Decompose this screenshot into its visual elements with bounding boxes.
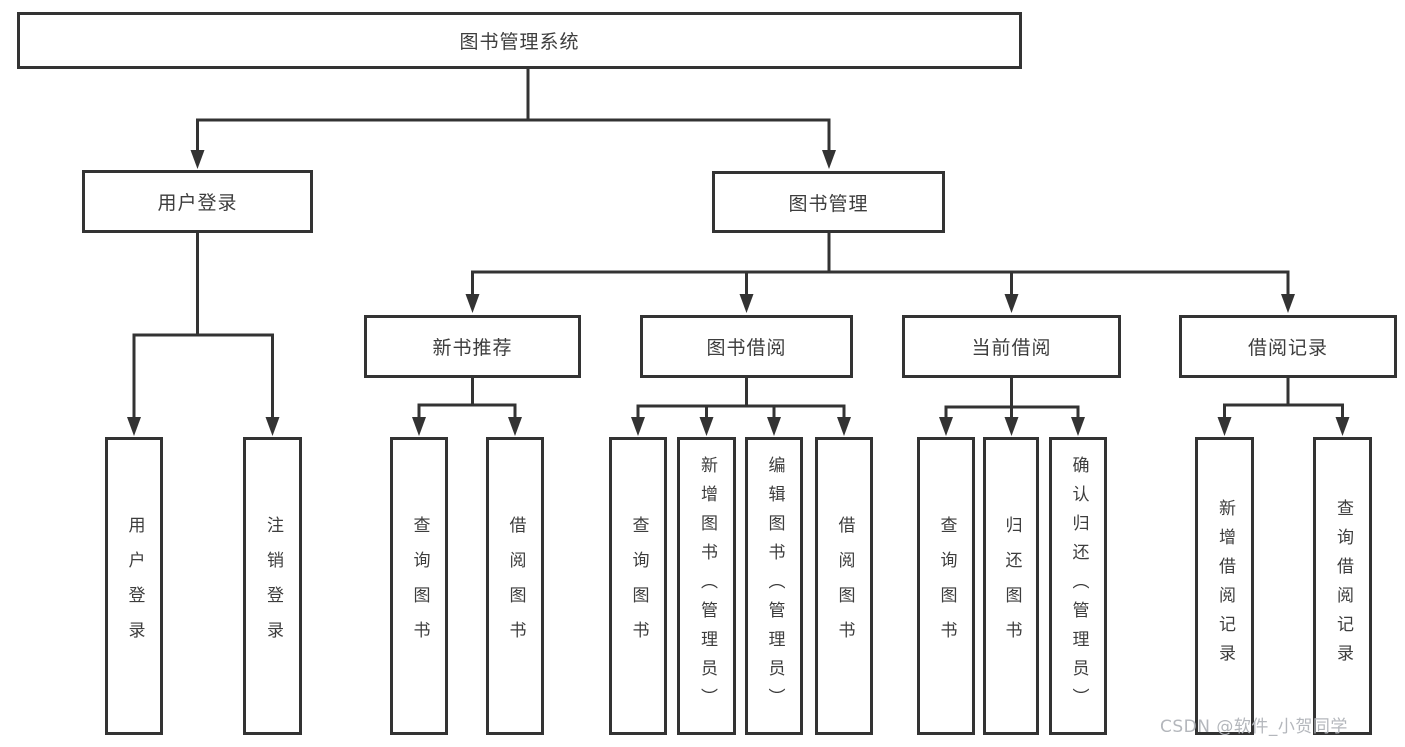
node-book-management: 图书管理 bbox=[712, 171, 945, 233]
node-library-management-system-label: 图书管理系统 bbox=[459, 31, 580, 53]
leaf-logout: 注销登录 bbox=[243, 437, 302, 735]
node-book-borrowing-label: 图书借阅 bbox=[706, 337, 787, 359]
leaf-current-query-books-label: 查询图书 bbox=[936, 516, 957, 656]
node-user-login: 用户登录 bbox=[82, 170, 313, 233]
leaf-user-login-label: 用户登录 bbox=[124, 516, 145, 656]
watermark: CSDN @软件_小贺同学 bbox=[1160, 717, 1348, 737]
node-current-borrowing: 当前借阅 bbox=[902, 315, 1121, 378]
connector-root-to-level2 bbox=[190, 69, 836, 169]
connector-current-borrow-to-children bbox=[939, 378, 1085, 436]
leaf-rec-borrow-books: 借阅图书 bbox=[486, 437, 544, 735]
node-library-management-system: 图书管理系统 bbox=[17, 12, 1022, 69]
leaf-query-borrow-record: 查询借阅记录 bbox=[1313, 437, 1372, 735]
leaf-borrow-books: 借阅图书 bbox=[815, 437, 873, 735]
connector-book-borrow-to-children bbox=[631, 378, 851, 436]
leaf-logout-label: 注销登录 bbox=[263, 516, 283, 656]
leaf-user-login: 用户登录 bbox=[105, 437, 163, 735]
connector-user-login-to-children bbox=[127, 233, 280, 436]
leaf-query-borrow-record-label: 查询借阅记录 bbox=[1333, 499, 1353, 673]
leaf-return-books: 归还图书 bbox=[983, 437, 1039, 735]
leaf-confirm-return-admin-label: 确认归还（管理员） bbox=[1068, 455, 1089, 717]
leaf-current-query-books: 查询图书 bbox=[917, 437, 975, 735]
node-user-login-label: 用户登录 bbox=[157, 192, 238, 214]
node-book-management-label: 图书管理 bbox=[788, 192, 869, 215]
node-new-book-recommendation-label: 新书推荐 bbox=[432, 337, 513, 359]
node-book-borrowing: 图书借阅 bbox=[640, 315, 853, 378]
leaf-add-books-admin: 新增图书（管理员） bbox=[677, 437, 736, 735]
leaf-add-books-admin-label: 新增图书（管理员） bbox=[697, 455, 717, 717]
node-borrowing-records-label: 借阅记录 bbox=[1247, 337, 1328, 359]
leaf-add-borrow-record-label: 新增借阅记录 bbox=[1215, 499, 1235, 673]
leaf-rec-query-books: 查询图书 bbox=[390, 437, 448, 735]
leaf-add-borrow-record: 新增借阅记录 bbox=[1195, 437, 1254, 735]
node-new-book-recommendation: 新书推荐 bbox=[364, 315, 581, 378]
node-borrowing-records: 借阅记录 bbox=[1179, 315, 1397, 378]
leaf-rec-borrow-books-label: 借阅图书 bbox=[505, 516, 526, 656]
leaf-confirm-return-admin: 确认归还（管理员） bbox=[1049, 437, 1107, 735]
leaf-edit-books-admin: 编辑图书（管理员） bbox=[745, 437, 803, 735]
leaf-borrow-query-books: 查询图书 bbox=[609, 437, 667, 735]
leaf-borrow-books-label: 借阅图书 bbox=[834, 516, 855, 656]
connector-new-book-rec-to-children bbox=[412, 378, 522, 436]
leaf-borrow-query-books-label: 查询图书 bbox=[628, 516, 649, 656]
connector-borrow-records-to-children bbox=[1217, 378, 1350, 436]
node-current-borrowing-label: 当前借阅 bbox=[971, 337, 1052, 359]
leaf-rec-query-books-label: 查询图书 bbox=[409, 516, 430, 656]
connector-book-management-to-level3 bbox=[465, 233, 1295, 313]
leaf-return-books-label: 归还图书 bbox=[1001, 516, 1022, 656]
leaf-edit-books-admin-label: 编辑图书（管理员） bbox=[764, 455, 785, 717]
